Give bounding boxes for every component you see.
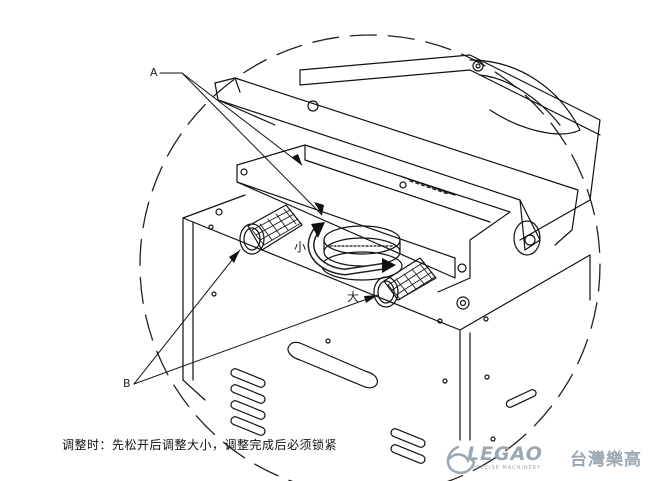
- logo-tagline: PRECISE MACHINERY: [472, 465, 542, 471]
- detail-circle: [139, 34, 601, 481]
- logo-chinese-name: 台灣樂高: [570, 450, 642, 470]
- callout-a: A: [150, 66, 158, 79]
- knob-left: [239, 204, 303, 255]
- block-screw: [457, 263, 467, 273]
- vent-slot: [390, 444, 426, 464]
- vent-slot: [505, 389, 537, 408]
- cabinet-screw: [484, 374, 490, 380]
- cabinet-screw: [442, 378, 448, 384]
- knob-right: [373, 257, 437, 308]
- legao-swirl-icon: [446, 445, 476, 475]
- adjustment-instruction: 调整时：先松开后调整大小，调整完成后必须锁紧: [62, 438, 338, 452]
- cabinet-screw: [490, 436, 496, 442]
- housing-bolt: [307, 100, 319, 112]
- rotation-arrow: [307, 222, 396, 276]
- slide-block: [236, 144, 511, 293]
- block-screw: [240, 168, 248, 176]
- cabinet-screw: [483, 316, 489, 322]
- cabinet-screw: [325, 338, 331, 344]
- block-screw: [399, 181, 407, 189]
- leader-a: [159, 72, 324, 216]
- motor-housing: [299, 54, 601, 241]
- callout-b: B: [123, 377, 131, 390]
- vent-slot: [230, 384, 266, 404]
- vent-slot: [230, 368, 266, 388]
- fence-plate: [214, 77, 579, 256]
- housing-bolt: [472, 60, 484, 72]
- cabinet-screw: [211, 291, 217, 297]
- vent-slot: [230, 400, 266, 420]
- logo-brand-name: LEGAO: [467, 443, 543, 465]
- cabinet: [182, 194, 591, 464]
- brand-logo: LEGAO PRECISE MACHINERY 台灣樂高: [440, 440, 646, 476]
- cabinet-slot: [287, 341, 378, 389]
- top-bolt: [456, 296, 470, 310]
- leader-b: [133, 249, 379, 385]
- vent-slot: [230, 416, 266, 436]
- cabinet-screw: [215, 208, 223, 216]
- cabinet-screw: [437, 318, 443, 324]
- cabinet-screw: [208, 224, 214, 230]
- vent-slot: [390, 428, 426, 448]
- direction-large-label: 大: [347, 290, 360, 304]
- direction-small-label: 小: [294, 240, 307, 254]
